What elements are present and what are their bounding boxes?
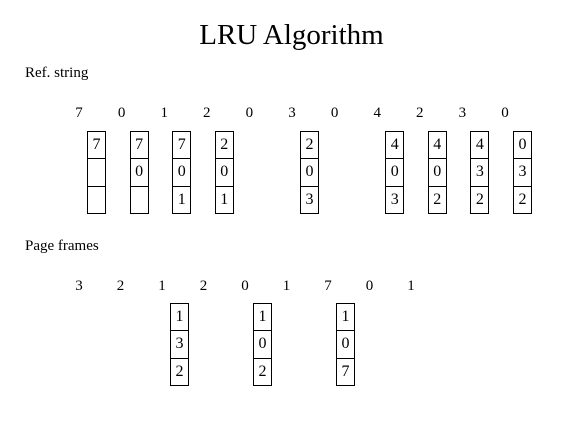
frame-cell: 7	[337, 357, 354, 385]
reference-string-label: Ref. string	[25, 65, 89, 81]
frame-cell: 2	[305, 136, 314, 154]
frame-cell: 7	[135, 136, 144, 154]
reference-page-number: 0	[245, 105, 254, 121]
frame-cell: 0	[254, 330, 271, 357]
frame-cell	[88, 158, 105, 185]
frame-cell: 2	[254, 357, 271, 385]
reference-page-number: 0	[501, 105, 509, 121]
frame-cell: 4	[390, 136, 399, 154]
frame-cell: 1	[341, 308, 350, 326]
frame-cell: 2	[220, 136, 229, 154]
frame-cell: 0	[301, 158, 318, 185]
reference-page-number: 2	[199, 278, 208, 294]
frame-cell: 0	[518, 136, 527, 154]
frame-cell: 1	[215, 185, 233, 213]
page-frames-label: Page frames	[25, 238, 99, 254]
frame-cell: 3	[301, 185, 318, 213]
frame-cell: 0	[337, 330, 354, 357]
reference-page-number: 1	[407, 278, 415, 294]
reference-page-number: 0	[241, 278, 249, 294]
reference-page-number: 2	[203, 105, 211, 121]
reference-page-number: 7	[324, 278, 332, 294]
frame-cell: 1	[175, 308, 184, 326]
reference-page-number: 4	[373, 105, 381, 121]
reference-page-number: 1	[160, 105, 168, 121]
reference-page-number: 3	[458, 105, 467, 121]
reference-page-number: 3	[75, 278, 83, 294]
frame-cell: 7	[92, 136, 101, 154]
reference-page-number: 1	[158, 278, 166, 294]
frame-cell: 1	[173, 185, 191, 213]
frame-cell: 0	[173, 158, 191, 185]
reference-page-number: 0	[330, 105, 339, 121]
frame-cell: 0	[386, 158, 404, 185]
frame-cell: 2	[171, 357, 188, 385]
frame-cell: 7	[177, 136, 186, 154]
reference-page-number: 0	[365, 278, 374, 294]
frame-cell: 2	[471, 185, 489, 213]
diagram-title: LRU Algorithm	[199, 19, 384, 51]
frame-cell: 3	[386, 185, 404, 213]
frame-cell: 0	[428, 158, 446, 185]
frame-cell	[88, 185, 105, 213]
frame-cell: 2	[428, 185, 446, 213]
frame-cell: 4	[475, 136, 484, 154]
reference-page-number: 2	[416, 105, 424, 121]
frame-cell: 1	[258, 308, 267, 326]
frame-cell: 0	[215, 158, 233, 185]
reference-page-number: 1	[282, 278, 291, 294]
frame-cell: 3	[471, 158, 489, 185]
reference-page-number: 2	[116, 278, 125, 294]
reference-page-number: 3	[288, 105, 296, 121]
frame-cell: 3	[171, 330, 188, 357]
frame-cell: 2	[514, 185, 531, 213]
page-frame-stack: 7	[87, 131, 106, 214]
frame-cell	[130, 185, 148, 213]
frame-cell: 0	[130, 158, 148, 185]
frame-cell: 3	[514, 158, 531, 185]
reference-page-number: 7	[75, 105, 83, 121]
reference-page-number: 0	[117, 105, 126, 121]
frame-cell: 4	[433, 136, 442, 154]
